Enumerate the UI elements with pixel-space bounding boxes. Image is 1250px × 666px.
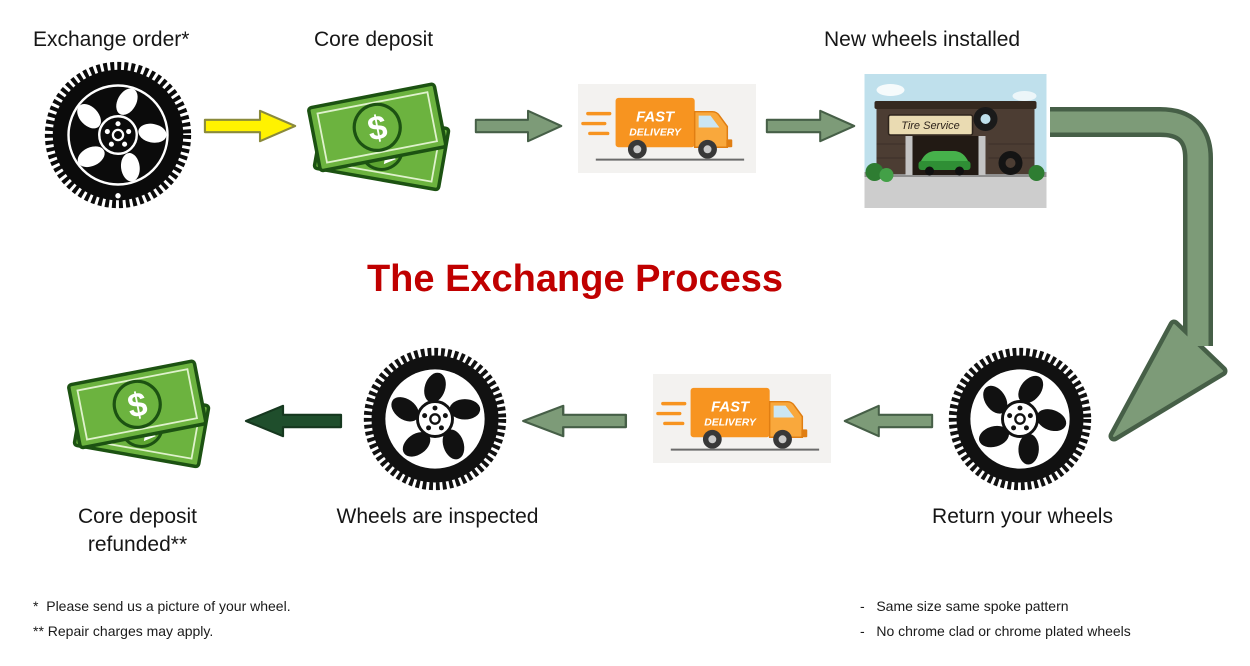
refund-line-1: Core deposit — [77, 505, 198, 528]
yellow-arrow-icon — [203, 107, 298, 145]
truck-text-delivery: DELIVERY — [629, 127, 682, 138]
inspected-wheel-icon — [362, 346, 508, 492]
footnotes-right: - Same size same spoke pattern - No chro… — [860, 594, 1131, 643]
truck-text-fast: FAST — [636, 110, 676, 126]
page-title: The Exchange Process — [366, 258, 784, 300]
label-exchange-order: Exchange order* — [33, 28, 190, 51]
return-wheel-icon — [947, 346, 1093, 492]
footnote-picture: * Please send us a picture of your wheel… — [33, 598, 291, 614]
label-new-wheels-installed: New wheels installed — [824, 28, 1021, 51]
footnote-repair: ** Repair charges may apply. — [33, 622, 214, 639]
dark-green-arrow-left-icon — [243, 402, 343, 440]
footnote-no-chrome: - No chrome clad or chrome plated wheels — [860, 622, 1131, 639]
label-core-deposit: Core deposit — [314, 28, 434, 51]
money-refund-icon: $ — [55, 345, 233, 477]
label-return-your-wheels: Return your wheels — [932, 505, 1113, 528]
black-wheel-icon — [43, 58, 193, 212]
green-arrow-top-1-icon — [474, 107, 564, 145]
refund-line-2: refunded** — [87, 533, 188, 557]
footnotes-left: * Please send us a picture of your wheel… — [33, 594, 291, 643]
footnote-same-size: - Same size same spoke pattern — [860, 598, 1069, 614]
delivery-truck-image-top: FAST DELIVERY — [578, 84, 756, 173]
green-arrow-bottom-1-icon — [520, 402, 628, 440]
tire-service-shop-image: Tire Service — [864, 74, 1047, 208]
truck-text-fast: FAST — [711, 400, 751, 416]
curved-return-arrow-icon — [1048, 96, 1240, 464]
money-deposit-icon: $ — [295, 68, 473, 200]
shop-sign-text: Tire Service — [901, 120, 960, 132]
delivery-truck-image-bottom: FAST DELIVERY — [652, 374, 832, 463]
green-arrow-bottom-2-icon — [842, 402, 934, 440]
label-core-deposit-refunded: Core deposit refunded** — [40, 503, 235, 560]
label-wheels-inspected: Wheels are inspected — [336, 505, 539, 528]
truck-text-delivery: DELIVERY — [704, 417, 757, 428]
green-arrow-top-2-icon — [765, 107, 857, 145]
